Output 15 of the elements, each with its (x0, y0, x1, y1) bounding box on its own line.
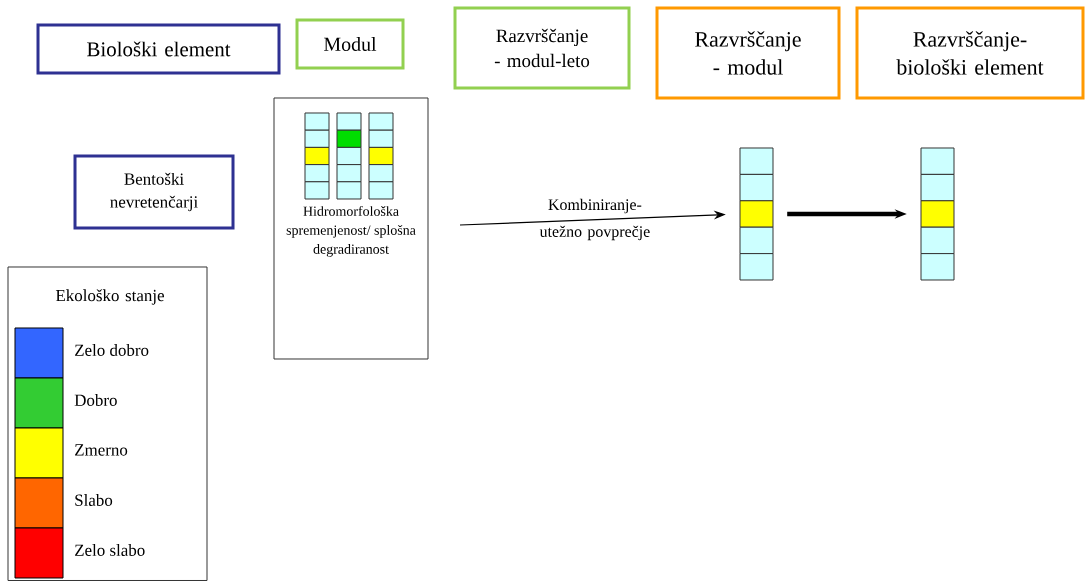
heading-box: Biološki element (36, 23, 281, 75)
category-box: Bentoški nevretenčarji (73, 154, 235, 230)
legend-label: Zelo dobro (75, 344, 149, 356)
legend-label: Zelo slabo (75, 544, 145, 556)
heading-box: Razvrščanje - modul (655, 6, 841, 100)
result-column (920, 147, 955, 281)
legend-title: Ekološko stanje (55, 289, 164, 305)
legend-label: Zmerno (75, 444, 128, 456)
heading-box: Razvrščanje- biološki element (855, 6, 1085, 100)
legend-label: Slabo (75, 494, 113, 506)
result-column (739, 147, 774, 281)
heading-box: Modul (295, 18, 405, 70)
heading-box: Razvrščanje - modul-leto (453, 6, 631, 90)
edge-label: Kombiniranje- utežno povprečje (539, 198, 650, 241)
legend-label: Dobro (74, 394, 117, 406)
